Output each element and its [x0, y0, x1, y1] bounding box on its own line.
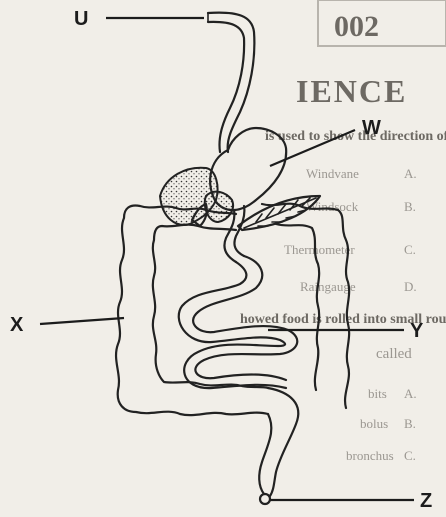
label-u: U — [74, 8, 88, 30]
anus-opening — [260, 494, 270, 504]
bleed-letter-d: D. — [404, 279, 417, 294]
bleed-question: is used to show the direction of win — [265, 129, 446, 144]
oesophagus-outer-wall — [208, 13, 254, 152]
bleed-letter-c: C. — [404, 242, 416, 257]
rectum-right-wall — [268, 388, 298, 496]
bleed-letter2-a: A. — [404, 386, 417, 401]
bleed-heading: 002 — [334, 10, 379, 43]
liver — [160, 168, 233, 226]
pointer-x — [40, 318, 124, 324]
oesophagus — [208, 13, 254, 152]
bleed-letter-b: B. — [404, 199, 416, 214]
liver-right-lobe — [205, 192, 233, 222]
label-w: W — [362, 117, 381, 139]
bleed-section-title: IENCE — [296, 73, 407, 109]
bleed-option-b: Windsock — [306, 199, 359, 214]
label-z: Z — [420, 490, 432, 512]
rectum-left-wall — [259, 414, 271, 494]
bleed-option-c: Thermometer — [284, 242, 355, 257]
bleed-letter2-c: C. — [404, 448, 416, 463]
bleed-option-a: Windvane — [306, 166, 359, 181]
bleed-letter-a: A. — [404, 166, 417, 181]
label-x: X — [10, 314, 24, 336]
bleed-question-2-end: called — [376, 346, 412, 362]
colon-inner-wall — [153, 225, 268, 388]
bleed-option2-b: bolus — [360, 416, 388, 431]
bleed-option2-c: bronchus — [346, 448, 394, 463]
bleed-letter2-b: B. — [404, 416, 416, 431]
oesophagus-inner-wall — [208, 22, 244, 152]
label-y: Y — [410, 320, 424, 342]
bleed-option2-a: bits — [368, 386, 387, 401]
